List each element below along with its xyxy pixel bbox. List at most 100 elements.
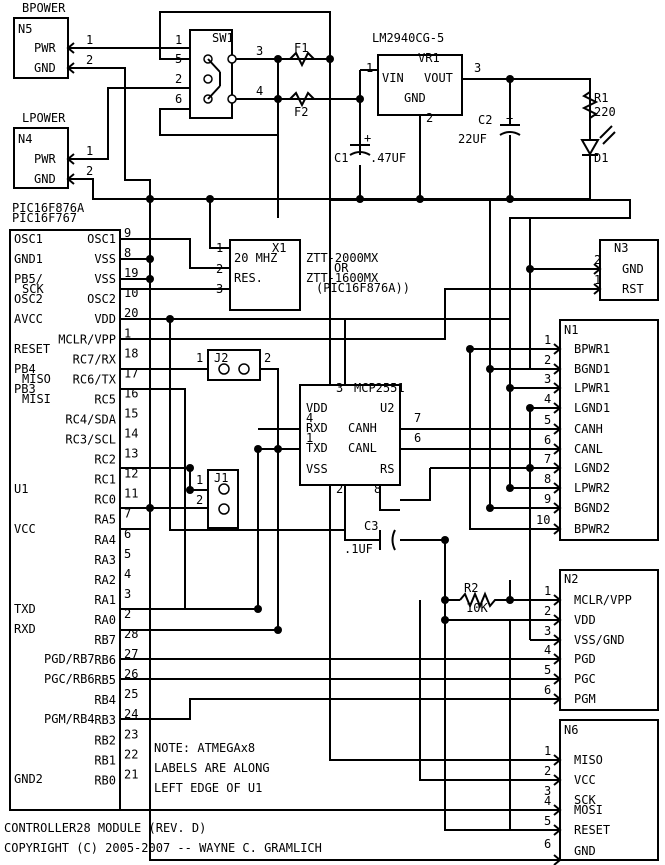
n1-pin: BGND1	[574, 362, 610, 376]
lpower-title: LPOWER	[22, 111, 66, 125]
c1-ref: C1	[334, 151, 348, 165]
n4-pin1: PWR	[34, 152, 56, 166]
svg-text:8: 8	[374, 482, 381, 496]
vr1-vout: VOUT	[424, 71, 453, 85]
u1-pin-number: 1	[124, 326, 131, 340]
connector-n2	[559, 569, 659, 711]
jumper-pin	[238, 363, 250, 375]
u1-pin-number: 6	[124, 527, 131, 541]
x1-part: (PIC16F876A))	[316, 281, 410, 295]
u1-left-label: PGM/RB4	[44, 712, 95, 726]
switch-contacts	[180, 47, 237, 104]
svg-text:1: 1	[306, 431, 313, 445]
vr1-gnd: GND	[404, 91, 426, 105]
svg-text:2: 2	[336, 482, 343, 496]
u1-pin-name: RA5	[94, 513, 116, 527]
svg-text:2: 2	[196, 493, 203, 507]
n1-pin: CANL	[574, 442, 603, 456]
u2-canh: CANH	[348, 421, 377, 435]
u1-pin-number: 4	[124, 567, 131, 581]
u1-pin-name: RB2	[94, 733, 116, 747]
u1-pin-number: 3	[124, 587, 131, 601]
u1-pin-name: RB1	[94, 753, 116, 767]
u1-left-label: PGD/RB7	[44, 652, 95, 666]
u1-left-label: PGC/RB6	[44, 672, 95, 686]
u1-pin-number: 26	[124, 667, 138, 681]
n2-pin: PGC	[574, 672, 596, 686]
n5-ref: N5	[18, 22, 32, 36]
r1-ref: R1	[594, 91, 608, 105]
u1-pin-name: RB5	[94, 673, 116, 687]
svg-text:1: 1	[544, 584, 551, 598]
u1-pin-number: 15	[124, 406, 138, 420]
u1-pin-number: 18	[124, 346, 138, 360]
u1-left-label: RESET	[14, 342, 50, 356]
u1-pin-number: 25	[124, 687, 138, 701]
svg-text:2: 2	[544, 764, 551, 778]
n6-pin: GND	[574, 844, 596, 858]
u1-ref: U1	[14, 482, 28, 496]
svg-text:6: 6	[544, 683, 551, 697]
n6-pin: MISO	[574, 753, 603, 767]
u1-left-label: VCC	[14, 522, 36, 536]
n2-pin: VDD	[574, 613, 596, 627]
svg-text:5: 5	[544, 663, 551, 677]
u1-pin-number: 28	[124, 627, 138, 641]
u1-pin-name: RB3	[94, 713, 116, 727]
u1-left-label: AVCC	[14, 312, 43, 326]
sw1-ref: SW1	[212, 31, 234, 45]
n1-pin: BGND2	[574, 501, 610, 515]
vr1-ref: VR1	[418, 51, 440, 65]
c3-value: .1UF	[344, 542, 373, 556]
n1-pin: CANH	[574, 422, 603, 436]
n4-pin2: GND	[34, 172, 56, 186]
svg-text:5: 5	[544, 814, 551, 828]
u1-pin-number: 17	[124, 366, 138, 380]
u1-pin-number: 13	[124, 447, 138, 461]
n2-pin: PGD	[574, 652, 596, 666]
c1-value: .47UF	[370, 151, 406, 165]
svg-text:1: 1	[594, 273, 601, 287]
u1-pin-name: RC7/RX	[73, 352, 117, 366]
resistor-r1	[581, 85, 599, 140]
u1-pin-number: 24	[124, 707, 138, 721]
capacitor-c3	[345, 529, 396, 551]
bpower-title: BPOWER	[22, 1, 66, 15]
u1-pin-name: RC2	[94, 453, 116, 467]
u2-vss: VSS	[306, 462, 328, 476]
svg-text:6: 6	[414, 431, 421, 445]
n1-pin: LGND1	[574, 401, 610, 415]
u1-pin-number: 20	[124, 306, 138, 320]
u1-pin-number: 7	[124, 507, 131, 521]
svg-text:4: 4	[544, 643, 551, 657]
u1-pin-name: RC4/SDA	[65, 412, 116, 426]
u1-pin-number: 21	[124, 767, 138, 781]
u2-ref: U2	[380, 401, 394, 415]
u1-pin-name: RA1	[94, 593, 116, 607]
svg-text:2: 2	[86, 53, 93, 67]
u1-pin-name: RA0	[94, 613, 116, 627]
x1-part: OR	[334, 261, 349, 275]
capacitor-c2	[499, 124, 521, 145]
u1-left-label: SCK	[22, 282, 44, 296]
c2-ref: C2	[478, 113, 492, 127]
c3-ref: C3	[364, 519, 378, 533]
u1-left-label: PB5/	[14, 272, 43, 286]
n2-pin: MCLR/VPP	[574, 593, 632, 607]
r2-ref: R2	[464, 581, 478, 595]
svg-text:9: 9	[544, 492, 551, 506]
microcontroller-u1	[9, 229, 121, 811]
r2-value: 10K	[466, 601, 488, 615]
u1-pin-name: VSS	[94, 272, 116, 286]
u1-pin-number: 11	[124, 487, 138, 501]
svg-text:4: 4	[544, 794, 551, 808]
n6-pin: SCK	[574, 793, 596, 807]
can-transceiver-u2	[299, 384, 401, 486]
svg-text:6: 6	[544, 433, 551, 447]
u1-pin-name: MCLR/VPP	[58, 332, 116, 346]
u1-left-label: GND1	[14, 252, 43, 266]
svg-text:1: 1	[216, 241, 223, 255]
jumper-pin	[218, 503, 230, 515]
svg-text:2: 2	[544, 604, 551, 618]
